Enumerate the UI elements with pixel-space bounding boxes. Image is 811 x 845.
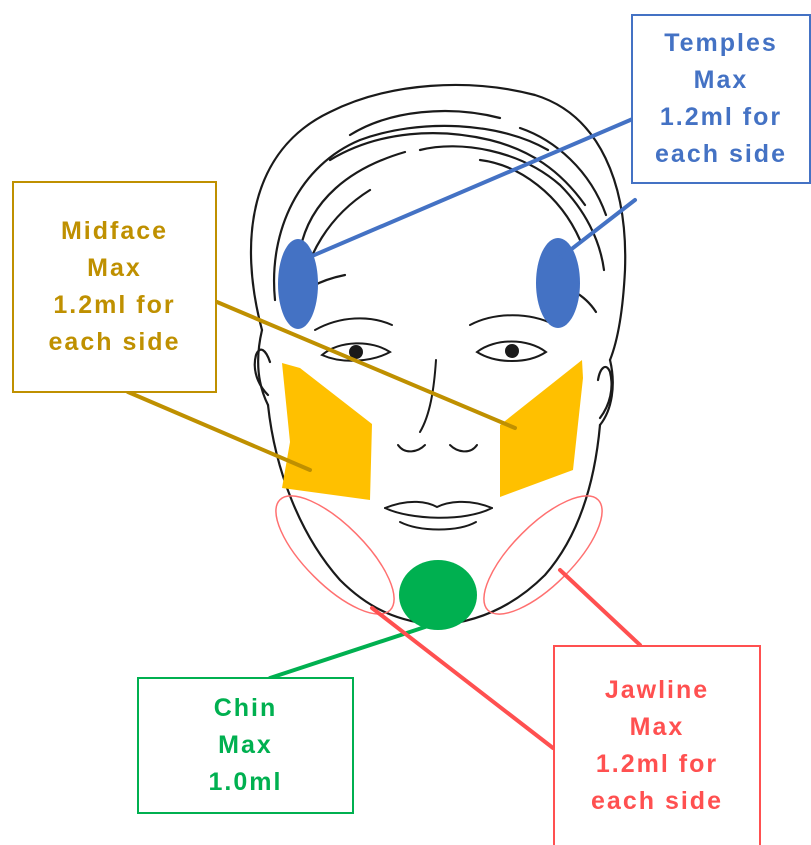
jawline-leader-right [560,570,640,645]
midface-title: Midface [61,213,168,250]
midface-leader-right [217,302,515,428]
jawline-title: Jawline [605,672,709,709]
jawline-volume: 1.2ml for [596,746,718,783]
temple-zone-left [278,239,318,329]
temples-volume: 1.2ml for [660,99,782,136]
jawline-zone-right [467,479,620,632]
chin-zone [399,560,477,630]
temples-max-label: Max [694,62,749,99]
temples-title: Temples [664,25,778,62]
temples-side-note: each side [655,136,787,173]
midface-zone-left [282,363,372,500]
midface-leader-left [128,392,310,470]
temple-zone-right [536,238,580,328]
midface-label-box: Midface Max 1.2ml for each side [12,181,217,393]
jawline-label-box: Jawline Max 1.2ml for each side [553,645,761,845]
jawline-max-label: Max [630,709,685,746]
chin-leader [270,627,425,678]
temples-label-box: Temples Max 1.2ml for each side [631,14,811,184]
midface-max-label: Max [87,250,142,287]
chin-title: Chin [214,690,278,727]
jawline-side-note: each side [591,783,723,820]
midface-side-note: each side [49,324,181,361]
jawline-leader-left [372,608,553,748]
eye-pupils [349,344,519,359]
chin-volume: 1.0ml [209,764,283,801]
midface-volume: 1.2ml for [53,287,175,324]
chin-label-box: Chin Max 1.0ml [137,677,354,814]
chin-max-label: Max [218,727,273,764]
jawline-zone-left [259,479,412,632]
